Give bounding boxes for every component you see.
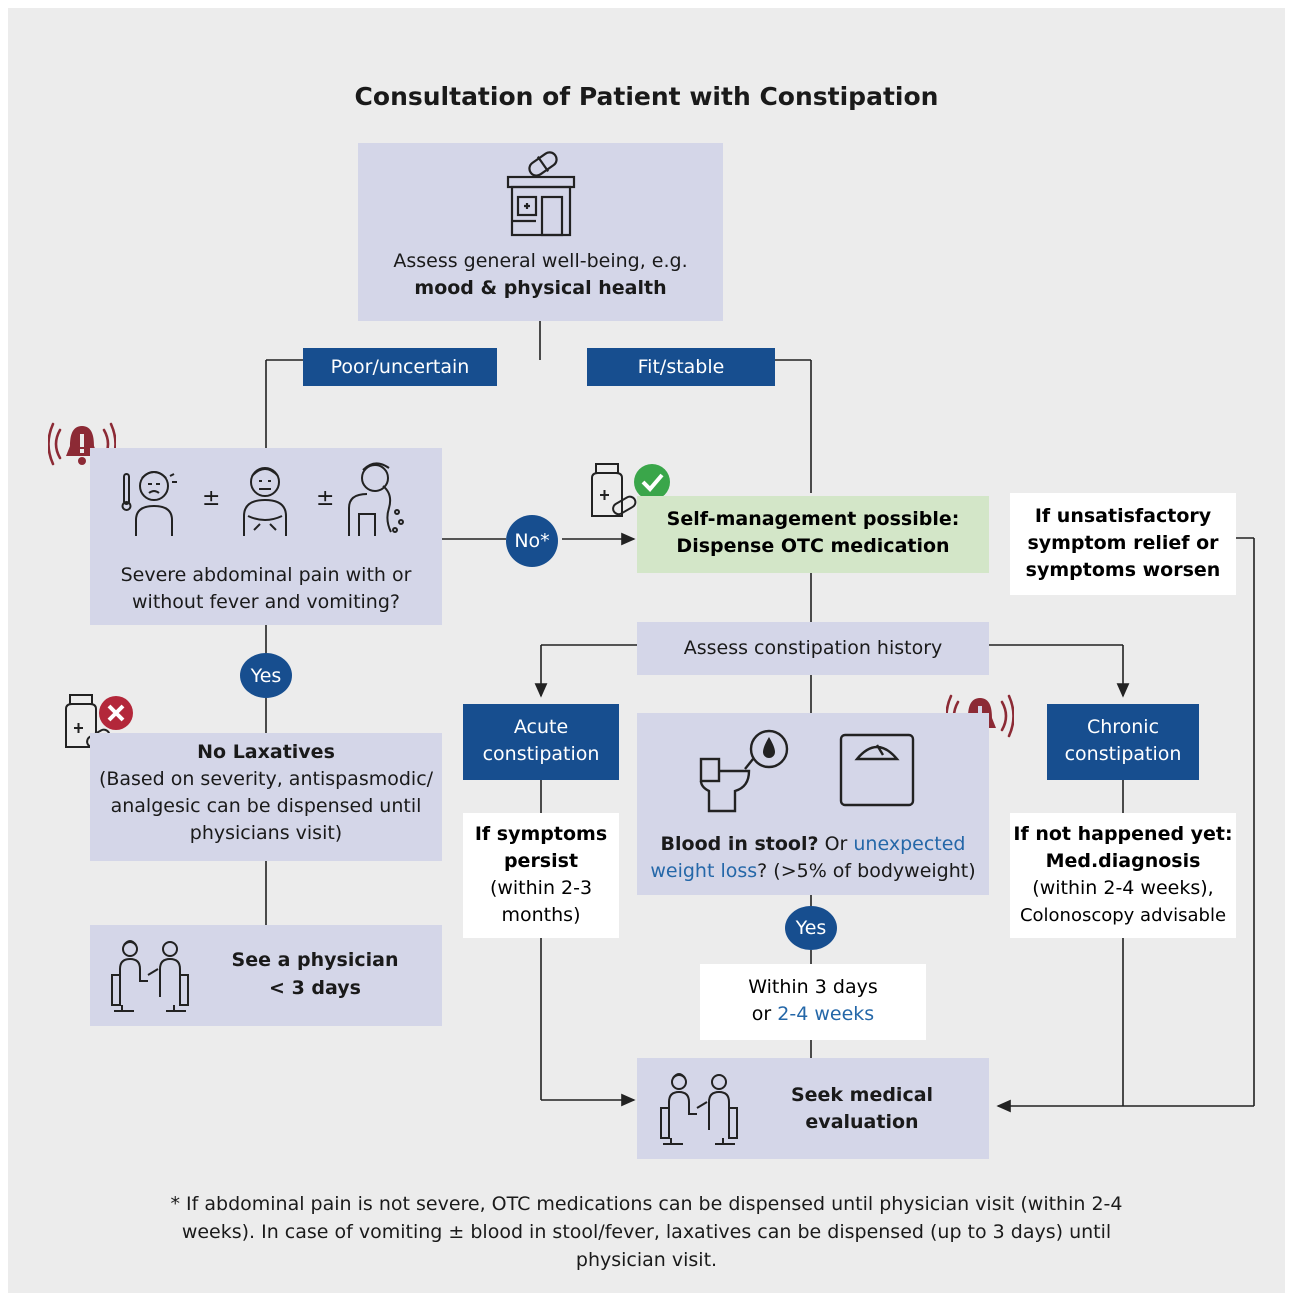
footnote: * If abdominal pain is not severe, OTC m… xyxy=(8,1190,1285,1274)
persist-line-2: persist xyxy=(503,850,579,872)
yes-badge-left: Yes xyxy=(240,653,292,698)
not-happened-line-2: Med.diagnosis xyxy=(1045,850,1201,872)
blood-line-1: Blood in stool? Or unexpected xyxy=(637,831,989,858)
medication-check-icon xyxy=(591,463,670,517)
poor-uncertain-label: Poor/uncertain xyxy=(303,348,497,386)
blood-blue-1: unexpected xyxy=(853,833,966,855)
abdominal-pain-person-icon xyxy=(243,467,287,536)
pharmacy-icon xyxy=(506,151,576,237)
no-lax-line-2: analgesic can be dispensed until xyxy=(110,795,422,817)
seek-line-2: evaluation xyxy=(805,1111,919,1133)
assess-line-1: Assess general well-being, e.g. xyxy=(393,250,688,272)
blood-rest: ? (>5% of bodyweight) xyxy=(757,860,976,882)
blood-in-stool-box: Blood in stool? Or unexpected weight los… xyxy=(637,713,989,895)
assess-history-box: Assess constipation history xyxy=(637,622,989,675)
persist-line-1: If symptoms xyxy=(474,823,608,845)
see-physician-line-2: < 3 days xyxy=(269,977,361,999)
not-happened-line-4: Colonoscopy advisable xyxy=(1019,905,1227,926)
toilet-blood-icon xyxy=(699,729,789,813)
within-blue: 2-4 weeks xyxy=(777,1003,875,1025)
blood-blue-2: weight loss xyxy=(650,860,758,882)
not-happened-line-3: (within 2-4 weeks), xyxy=(1032,877,1214,899)
unsatisfactory-box: If unsatisfactory symptom relief or symp… xyxy=(1010,493,1236,595)
severe-line-1: Severe abdominal pain with or xyxy=(120,564,412,586)
fever-person-icon xyxy=(121,471,177,536)
fit-stable-label: Fit/stable xyxy=(587,348,775,386)
self-mgmt-line-1: Self-management possible: xyxy=(666,508,960,530)
see-physician-box: See a physician < 3 days xyxy=(90,925,442,1026)
persist-line-4: months) xyxy=(501,904,581,926)
persist-line-3: (within 2-3 xyxy=(489,877,593,899)
unsatisfactory-line-2: symptom relief or xyxy=(1027,532,1219,554)
see-physician-line-1: See a physician xyxy=(231,949,399,971)
plus-minus-1: ± xyxy=(202,486,221,511)
doctor-consultation-icon xyxy=(111,940,189,1012)
within-pre: or xyxy=(751,1003,778,1025)
severe-line-2: without fever and vomiting? xyxy=(132,591,400,613)
assess-wellbeing-box: Assess general well-being, e.g. mood & p… xyxy=(358,143,723,321)
no-star-badge: No* xyxy=(506,515,558,567)
acute-constipation-box: Acute constipation xyxy=(463,704,619,780)
footnote-line-2: weeks). In case of vomiting ± blood in s… xyxy=(181,1221,1112,1243)
doctor-consultation-icon-2 xyxy=(660,1073,738,1145)
unsatisfactory-line-3: symptoms worsen xyxy=(1025,559,1221,581)
weighing-scale-icon xyxy=(839,733,915,807)
self-management-box: Self-management possible: Dispense OTC m… xyxy=(637,496,989,573)
within-days-box: Within 3 days or 2-4 weeks xyxy=(700,964,926,1040)
severe-pain-box: ± ± Severe abdominal pain with or withou… xyxy=(90,448,442,625)
assess-line-2: mood & physical health xyxy=(414,277,667,299)
plus-minus-2: ± xyxy=(316,486,335,511)
not-happened-line-1: If not happened yet: xyxy=(1013,823,1233,845)
seek-line-1: Seek medical xyxy=(790,1084,934,1106)
page-title: Consultation of Patient with Constipatio… xyxy=(354,82,939,111)
no-laxatives-box: No Laxatives (Based on severity, antispa… xyxy=(90,733,442,861)
not-happened-box: If not happened yet: Med.diagnosis (with… xyxy=(1010,813,1236,938)
medication-cross-icon xyxy=(65,694,133,749)
seek-medical-box: Seek medical evaluation xyxy=(637,1058,989,1159)
no-lax-head: No Laxatives xyxy=(197,741,335,763)
blood-line-2: weight loss? (>5% of bodyweight) xyxy=(637,858,989,885)
no-lax-line-3: physicians visit) xyxy=(189,822,343,844)
blood-bold: Blood in stool? xyxy=(660,833,819,855)
flowchart-canvas: Consultation of Patient with Constipatio… xyxy=(8,8,1285,1293)
within-line-2: or 2-4 weeks xyxy=(700,1001,926,1028)
footnote-line-1: * If abdominal pain is not severe, OTC m… xyxy=(170,1193,1123,1215)
chronic-line-1: Chronic xyxy=(1086,716,1160,738)
connector-lines xyxy=(265,321,1255,1113)
unsatisfactory-line-1: If unsatisfactory xyxy=(1034,505,1212,527)
symptoms-persist-box: If symptoms persist (within 2-3 months) xyxy=(463,813,619,938)
no-lax-line-1: (Based on severity, antispasmodic/ xyxy=(98,768,434,790)
footnote-line-3: physician visit. xyxy=(575,1249,718,1271)
vomiting-person-icon xyxy=(348,462,404,536)
acute-line-1: Acute xyxy=(513,716,569,738)
chronic-line-2: constipation xyxy=(1064,743,1182,765)
blood-or: Or xyxy=(818,833,854,855)
yes-badge-mid: Yes xyxy=(785,906,837,950)
self-mgmt-line-2: Dispense OTC medication xyxy=(676,535,950,557)
chronic-constipation-box: Chronic constipation xyxy=(1047,704,1199,780)
acute-line-2: constipation xyxy=(482,743,600,765)
within-line-1: Within 3 days xyxy=(748,976,878,998)
